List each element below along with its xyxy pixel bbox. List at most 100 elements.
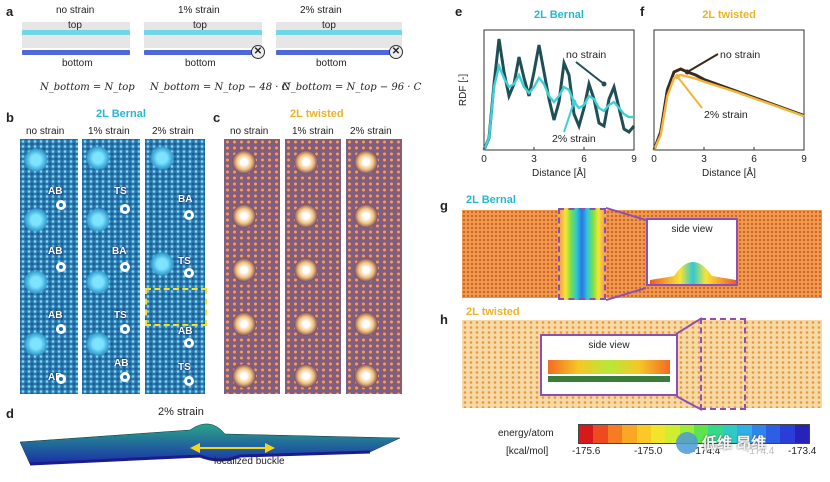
annotation-arrow xyxy=(563,101,575,133)
colorbar-swatch xyxy=(593,425,608,443)
c-col3-title: 2% strain xyxy=(350,126,392,137)
colorbar-swatch xyxy=(708,425,723,443)
watermark-text: 低维 昂维 xyxy=(702,435,767,452)
panel-label-h: h xyxy=(440,312,448,327)
d-title: 2% strain xyxy=(158,406,204,418)
panel-label-e: e xyxy=(455,4,463,19)
colorbar-swatch xyxy=(579,425,594,443)
c-col1-title: no strain xyxy=(230,126,269,137)
series-annotation: 2% strain xyxy=(552,133,596,145)
c-col2-title: 1% strain xyxy=(292,126,334,137)
chart-title: 2L twisted xyxy=(702,9,756,21)
a-col2-bottom-layer xyxy=(144,50,256,55)
a-col1-bottom-label: bottom xyxy=(62,58,93,69)
g-zoom-lines xyxy=(606,207,646,301)
b-stacking-icon xyxy=(184,268,194,278)
h-zoom-lines xyxy=(676,317,702,411)
colorbar-swatch xyxy=(650,425,666,443)
panel-label-f: f xyxy=(640,4,645,19)
a-col1-top-label: top xyxy=(68,20,82,31)
colorbar-tick-2: -175.0 xyxy=(634,446,663,457)
c-title: 2L twisted xyxy=(290,108,344,120)
a-col3-equation: N_bottom = N_top − 96 · C xyxy=(282,82,422,93)
b-c1-tag4: AB xyxy=(48,372,62,383)
b-buckle-highlight-box xyxy=(145,288,207,326)
a-col3-bottom-label: bottom xyxy=(316,58,347,69)
b-c2-tag3: TS xyxy=(114,310,127,321)
b-moire-spot xyxy=(150,252,174,276)
annotation-arrow xyxy=(676,75,703,109)
colorbar-swatch xyxy=(780,425,795,443)
series-line-2-strain xyxy=(652,73,805,151)
b-stacking-icon xyxy=(120,372,130,382)
h-flat-profile xyxy=(548,360,670,374)
c-stack-1pct xyxy=(285,139,341,394)
b-stacking-icon xyxy=(120,262,130,272)
a-col2-top-layer xyxy=(144,30,262,35)
panel-label-c: c xyxy=(213,110,221,125)
h-bottom-profile xyxy=(548,376,670,382)
d-buckle-sheet xyxy=(20,423,401,466)
colorbar-swatch xyxy=(794,425,809,443)
panel-label-a: a xyxy=(6,4,14,19)
colorbar-tick-1: -175.6 xyxy=(572,446,601,457)
plot-frame xyxy=(483,29,635,151)
c-moire-spot xyxy=(354,258,378,282)
b-stacking-icon xyxy=(184,338,194,348)
annotation-arrow xyxy=(575,61,605,85)
c-moire-spot xyxy=(232,204,256,228)
b-c3-tag2: TS xyxy=(178,256,191,267)
x-tick-label: 9 xyxy=(631,154,637,165)
c-moire-spot xyxy=(354,204,378,228)
b-stack-no-strain xyxy=(20,139,78,394)
series-annotation: no strain xyxy=(720,49,760,61)
series-line-no-strain xyxy=(482,38,636,151)
colorbar-swatch xyxy=(737,425,752,443)
colorbar-swatch xyxy=(751,425,766,443)
a-col1-bottom-layer xyxy=(22,50,130,55)
a-col2-box xyxy=(144,22,262,48)
g-inset-label: side view xyxy=(671,224,713,235)
b-c2-tag4: AB xyxy=(114,358,129,369)
c-moire-spot xyxy=(294,364,318,388)
a-col2-bottom-label: bottom xyxy=(185,58,216,69)
b-moire-spot xyxy=(24,270,48,294)
b-c1-tag2: AB xyxy=(48,246,63,257)
g-sheet xyxy=(462,210,822,298)
b-c3-tag3: AB xyxy=(178,326,193,337)
colorbar-swatch xyxy=(694,425,709,443)
c-moire-spot xyxy=(232,258,256,282)
plot-frame xyxy=(653,29,805,151)
x-tick-label: 3 xyxy=(531,154,537,165)
d-caption: localized buckle xyxy=(214,456,285,467)
b-stack-1pct xyxy=(82,139,140,394)
colorbar-unit: [kcal/mol] xyxy=(506,446,549,457)
series-annotation: 2% strain xyxy=(704,109,748,121)
g-buckle-region xyxy=(558,208,606,300)
c-moire-spot xyxy=(354,150,378,174)
b-c3-tag1: BA xyxy=(178,194,193,205)
a-col3-cut-icon: ✕ xyxy=(389,45,403,59)
c-moire-spot xyxy=(232,364,256,388)
series-line-2-strain xyxy=(482,62,634,151)
c-moire-spot xyxy=(232,150,256,174)
c-moire-spot xyxy=(294,204,318,228)
a-col3-bottom-layer xyxy=(276,50,394,55)
c-moire-spot xyxy=(294,258,318,282)
h-inset-label: side view xyxy=(588,340,630,351)
c-moire-spot xyxy=(354,364,378,388)
a-col3-top-label: top xyxy=(322,20,336,31)
h-title: 2L twisted xyxy=(466,306,520,318)
a-col2-top-label: top xyxy=(193,20,207,31)
annotation-arrow xyxy=(686,53,719,73)
b-c1-tag3: AB xyxy=(48,310,63,321)
colorbar-tick-4: -174.4 xyxy=(746,446,775,457)
b-stacking-icon xyxy=(184,376,194,386)
b-moire-spot xyxy=(150,146,174,170)
b-moire-spot xyxy=(24,208,48,232)
a-col3-top-layer xyxy=(276,30,402,35)
h-side-view-inset: side view xyxy=(540,334,678,396)
a-col1-top-layer xyxy=(22,30,130,35)
